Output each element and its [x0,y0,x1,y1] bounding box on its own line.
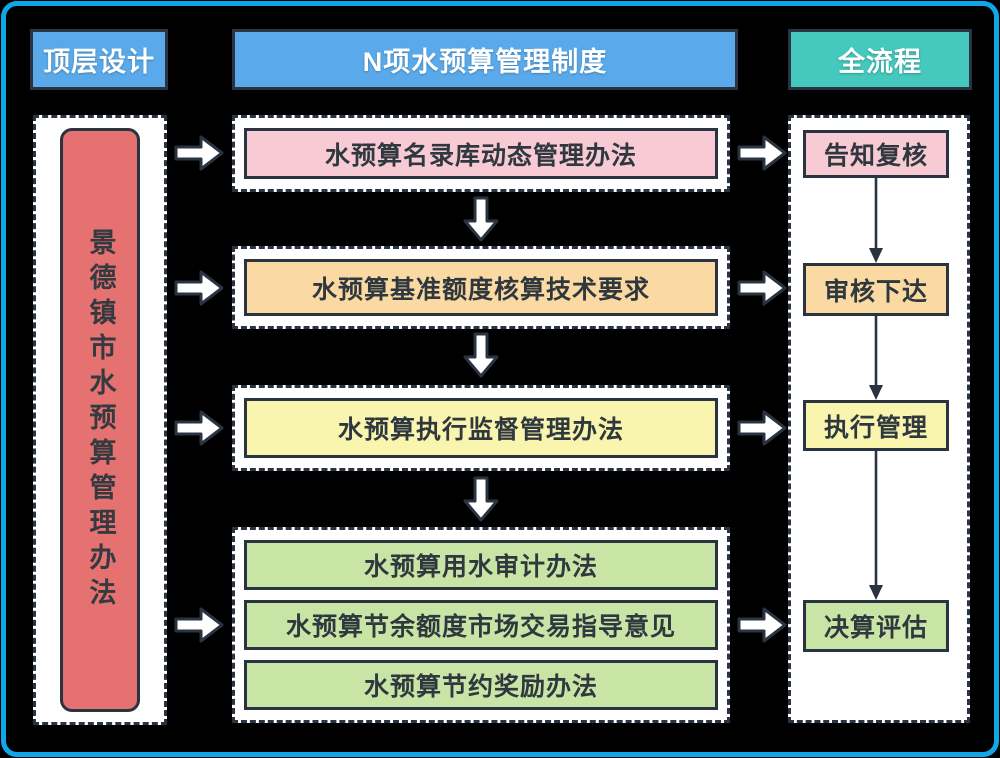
arrow-right-icon [737,410,787,446]
baseline-box: 水预算基准额度核算技术要求 [244,259,718,316]
header-label: 全流程 [838,47,922,77]
arrow-down-icon [869,178,883,263]
registry-label: 水预算名录库动态管理办法 [324,141,637,170]
step-label: 告知复核 [823,142,928,170]
arrow-down-icon [463,196,499,242]
step-final-evaluation: 决算评估 [803,600,949,652]
arrow-right-icon [737,135,787,171]
arrow-right-icon [737,607,787,643]
header-full-process: 全流程 [788,29,972,90]
registry-box: 水预算名录库动态管理办法 [244,128,718,179]
city-measure-box: 景德镇市水预算管理办法 [60,128,140,712]
step-notify-review: 告知复核 [803,130,949,178]
step-review-issue: 审核下达 [803,263,949,316]
arrow-right-icon [174,135,224,171]
city-measure-label: 景德镇市水预算管理办法 [85,227,116,613]
right-panel: 告知复核 审核下达 执行管理 决算评估 [788,115,970,723]
step-label: 决算评估 [823,614,928,642]
supervision-box: 水预算执行监督管理办法 [244,398,718,458]
step-label: 执行管理 [823,413,928,442]
audit-label: 水预算用水审计办法 [363,553,598,581]
step-label: 审核下达 [823,277,928,306]
middle-row-registry: 水预算名录库动态管理办法 [232,115,730,192]
arrow-right-icon [174,607,224,643]
header-top-level-design: 顶层设计 [30,29,168,90]
header-label: N项水预算管理制度 [362,47,608,77]
arrow-down-icon [869,451,883,600]
left-panel: 景德镇市水预算管理办法 [33,115,167,725]
arrow-down-icon [463,476,499,522]
supervision-label: 水预算执行监督管理办法 [337,416,624,444]
reward-box: 水预算节约奖励办法 [244,660,718,710]
reward-label: 水预算节约奖励办法 [363,673,598,701]
arrow-down-icon [869,316,883,400]
arrow-right-icon [174,270,224,306]
middle-row-group: 水预算用水审计办法 水预算节余额度市场交易指导意见 水预算节约奖励办法 [232,527,730,723]
arrow-right-icon [737,270,787,306]
baseline-label: 水预算基准额度核算技术要求 [311,275,650,304]
step-execution-management: 执行管理 [803,400,949,451]
header-n-systems: N项水预算管理制度 [232,29,738,90]
header-label: 顶层设计 [43,47,155,77]
middle-row-baseline: 水预算基准额度核算技术要求 [232,246,730,329]
trading-label: 水预算节余额度市场交易指导意见 [285,613,676,641]
middle-row-supervision: 水预算执行监督管理办法 [232,385,730,471]
arrow-right-icon [174,410,224,446]
trading-box: 水预算节余额度市场交易指导意见 [244,600,718,650]
audit-box: 水预算用水审计办法 [244,540,718,590]
arrow-down-icon [463,332,499,378]
